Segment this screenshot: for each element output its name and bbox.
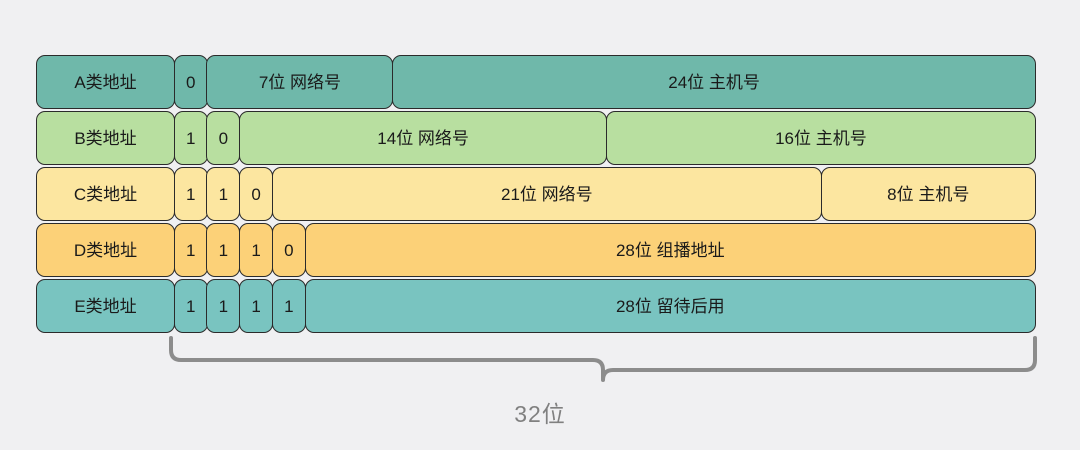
bit-width-brace: [168, 336, 1038, 382]
bit-cell-class-b-0: 1: [173, 111, 208, 165]
row-label-class-d: D类地址: [36, 223, 175, 277]
row-label-class-a: A类地址: [36, 55, 175, 109]
bit-cell-class-d-1: 1: [206, 223, 241, 277]
field-segment-class-b-1: 16位 主机号: [605, 111, 1036, 165]
field-segment-class-e-0: 28位 留待后用: [304, 279, 1036, 333]
field-segment-class-a-1: 24位 主机号: [392, 55, 1036, 109]
bit-cell-class-e-3: 1: [271, 279, 306, 333]
bit-cell-class-c-1: 1: [206, 167, 241, 221]
bit-cell-class-d-0: 1: [173, 223, 208, 277]
row-label-class-e: E类地址: [36, 279, 175, 333]
bit-cell-class-b-1: 0: [206, 111, 241, 165]
field-segment-class-c-1: 8位 主机号: [820, 167, 1036, 221]
row-label-class-b: B类地址: [36, 111, 175, 165]
field-segment-class-c-0: 21位 网络号: [271, 167, 822, 221]
field-segment-class-b-0: 14位 网络号: [239, 111, 608, 165]
field-segment-class-d-0: 28位 组播地址: [304, 223, 1036, 277]
bit-cell-class-d-2: 1: [239, 223, 274, 277]
field-segment-class-a-0: 7位 网络号: [206, 55, 394, 109]
bit-cell-class-e-2: 1: [239, 279, 274, 333]
bit-cell-class-e-1: 1: [206, 279, 241, 333]
bit-cell-class-c-2: 0: [239, 167, 274, 221]
bit-cell-class-c-0: 1: [173, 167, 208, 221]
brace-stroke: [169, 336, 1037, 382]
row-label-class-c: C类地址: [36, 167, 175, 221]
bit-width-label: 32位: [514, 401, 566, 427]
bit-cell-class-e-0: 1: [173, 279, 208, 333]
bit-cell-class-a-0: 0: [173, 55, 208, 109]
bit-cell-class-d-3: 0: [271, 223, 306, 277]
brace-svg: [169, 336, 1037, 382]
